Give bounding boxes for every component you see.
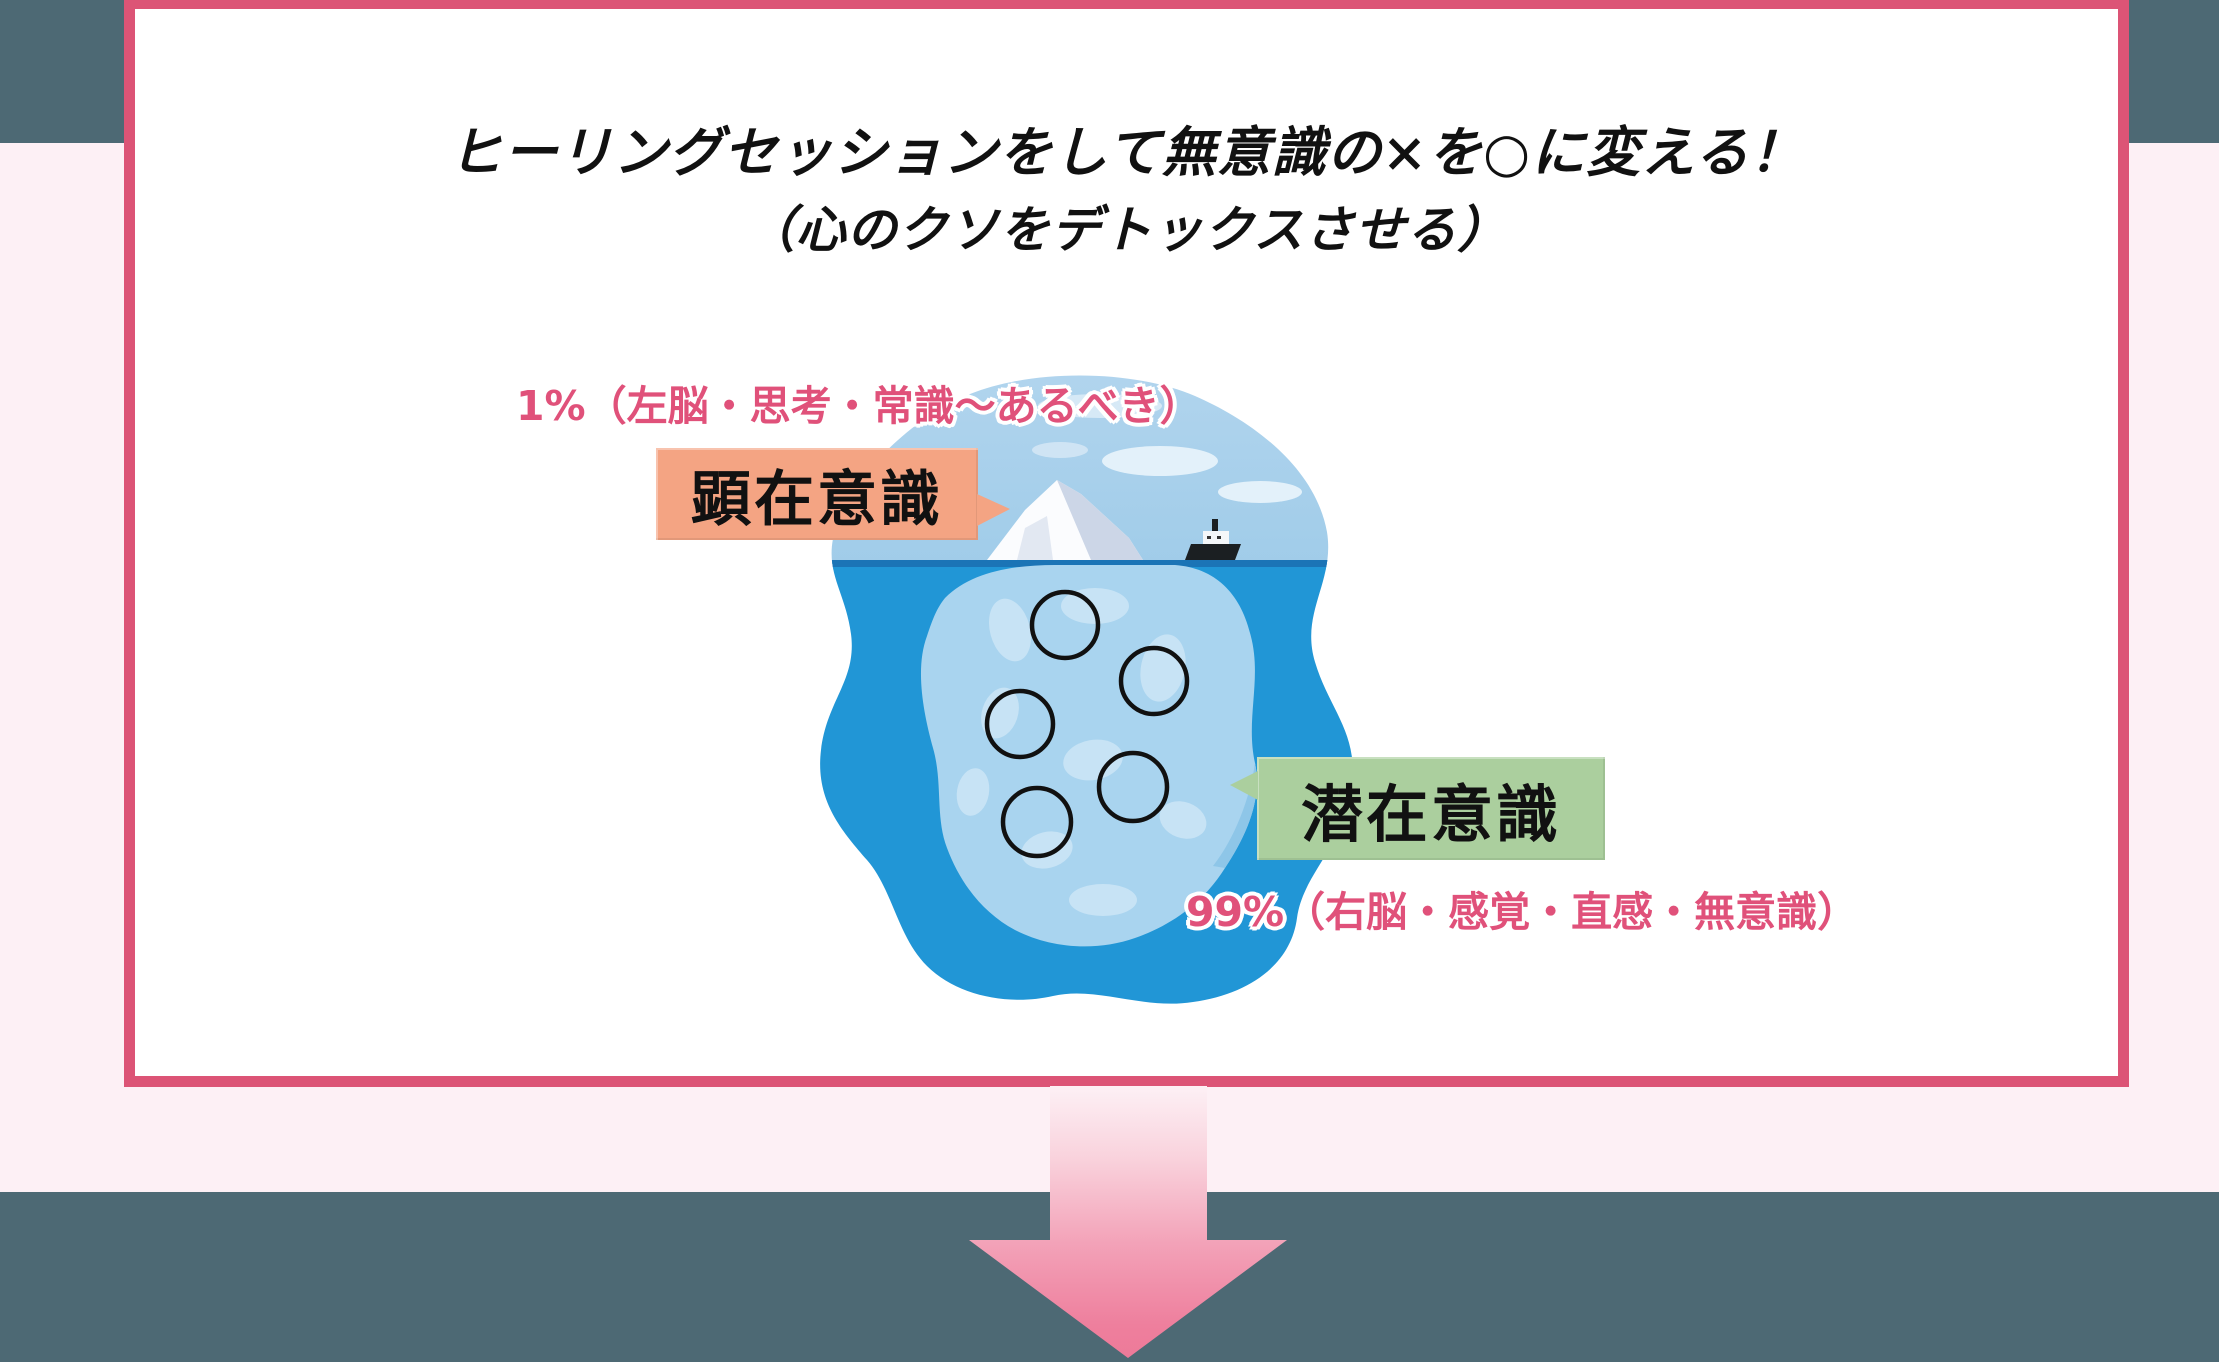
annotation-circle — [1096, 750, 1170, 824]
cargo-ship-icon — [1185, 519, 1241, 560]
conscious-label-bubble: 顕在意識 — [656, 448, 1010, 540]
clouds — [1032, 394, 1302, 503]
annotation-circle — [1118, 645, 1190, 717]
title-line-2: （心のクソをデトックスさせる） — [744, 200, 1509, 259]
title-line-1: ヒーリングセッションをして無意識の×を○に変える！ — [448, 120, 1805, 184]
conscious-label: 顕在意識 — [691, 464, 943, 535]
annotation-circles — [984, 589, 1190, 859]
iceberg-tip — [987, 480, 1143, 560]
conscious-stat-text: 1%（左脳・思考・常識～あるべき） — [516, 382, 1201, 430]
annotation-circle — [1029, 589, 1101, 661]
subconscious-label: 潜在意識 — [1300, 777, 1561, 851]
annotation-circle — [984, 688, 1056, 760]
annotation-circle — [1000, 785, 1074, 859]
subconscious-stat-text: 99%（右脳・感覚・直感・無意識） — [1186, 888, 1859, 936]
page-title: ヒーリングセッションをして無意識の×を○に変える！ （心のクソをデトックスさせる… — [135, 110, 2118, 266]
waterline — [820, 560, 1353, 567]
subconscious-label-bubble: 潜在意識 — [1230, 757, 1605, 860]
